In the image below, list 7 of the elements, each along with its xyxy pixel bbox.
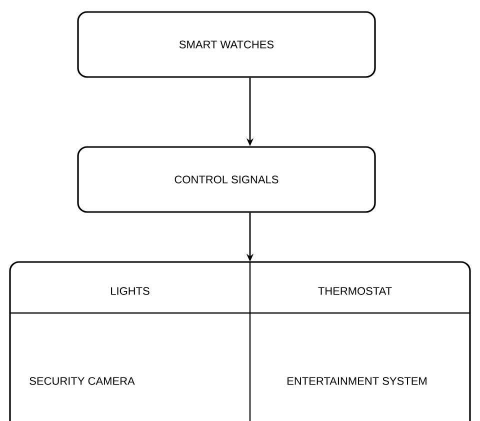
device-table [9, 261, 471, 421]
process-box: SMART WATCHES [77, 11, 376, 78]
process-box: CONTROL SIGNALS [77, 146, 376, 213]
table-cell: LIGHTS [111, 287, 150, 295]
table-cell: SECURITY CAMERA [30, 377, 135, 385]
table-cell: ENTERTAINMENT SYSTEM [288, 377, 426, 385]
table-cell: THERMOSTAT [318, 287, 392, 295]
